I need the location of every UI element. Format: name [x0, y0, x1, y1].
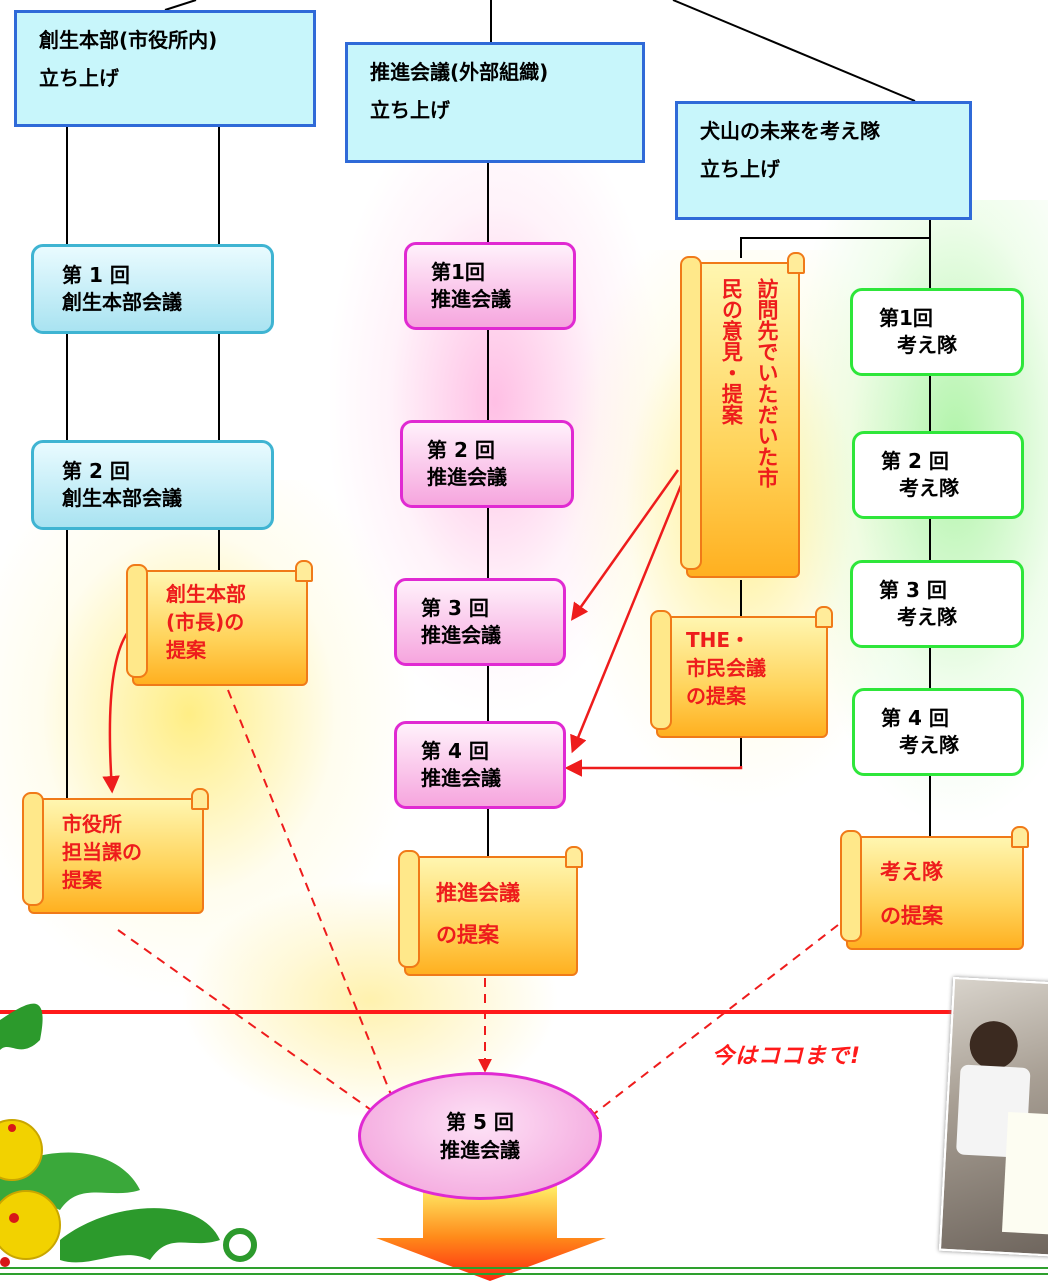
kangaetai-meeting-2-name: 考え隊: [899, 476, 959, 500]
proposal-kangaetai-line1: 考え隊: [880, 860, 943, 884]
proposal-honbu-line1: 創生本部: [166, 582, 246, 606]
proposal-shiyakusho-line3: 提案: [62, 868, 102, 892]
kangaetai-meeting-3-number: 第 3 回: [879, 578, 947, 602]
header-suishin: 推進会議(外部組織) 立ち上げ: [345, 42, 645, 163]
arrow-the-shimin-to-meeting4: [564, 759, 743, 777]
suishin-meeting-1-number: 第1回: [431, 260, 485, 284]
proposal-houmon-col2: 民の意見・提案: [719, 278, 744, 425]
kangaetai-meeting-2-number: 第 2 回: [881, 449, 949, 473]
proposal-shiyakusho-line2: 担当課の: [62, 840, 142, 864]
proposal-the-shimin-line3: の提案: [686, 684, 746, 708]
header-kangaetai-line2: 立ち上げ: [700, 157, 780, 181]
honbu-meeting-1: 第 1 回 創生本部会議: [31, 244, 274, 334]
suishin-meeting-3: 第 3 回 推進会議: [394, 578, 566, 666]
kangaetai-meeting-4-number: 第 4 回: [881, 706, 949, 730]
arrow-honbu-to-shiyakusho: [102, 631, 130, 794]
suishin-meeting-4-number: 第 4 回: [421, 739, 489, 763]
progress-now-label: 今はココまで!: [712, 1044, 862, 1069]
header-honbu: 創生本部(市役所内) 立ち上げ: [14, 10, 316, 127]
suishin-meeting-2: 第 2 回 推進会議: [400, 420, 574, 508]
suishin-meeting-2-number: 第 2 回: [427, 438, 495, 462]
kangaetai-meeting-3: 第 3 回 考え隊: [850, 560, 1024, 648]
suishin-meeting-3-number: 第 3 回: [421, 596, 489, 620]
arrow-houmon-to-meeting4: [570, 477, 686, 754]
proposal-kangaetai-line2: の提案: [880, 904, 943, 929]
kangaetai-meeting-4: 第 4 回 考え隊: [852, 688, 1024, 776]
proposal-honbu-line2: (市長)の: [166, 610, 245, 634]
proposal-shiyakusho-scroll: 市役所 担当課の 提案: [22, 788, 209, 914]
proposal-the-shimin-line1: THE・: [686, 628, 751, 652]
header-honbu-line1: 創生本部(市役所内): [39, 28, 218, 52]
final-meeting-name: 推進会議: [440, 1138, 520, 1162]
proposal-suishin-line2: の提案: [436, 923, 499, 947]
header-honbu-line2: 立ち上げ: [39, 66, 119, 90]
header-kangaetai-line1: 犬山の未来を考え隊: [700, 119, 880, 143]
arrow-houmon-to-meeting3: [570, 469, 680, 621]
honbu-meeting-2-name: 創生本部会議: [62, 486, 182, 510]
kangaetai-meeting-1: 第1回 考え隊: [850, 288, 1024, 376]
event-photo: [938, 976, 1048, 1258]
suishin-meeting-1: 第1回 推進会議: [404, 242, 576, 330]
honbu-meeting-2-number: 第 2 回: [62, 459, 130, 483]
kangaetai-meeting-1-name: 考え隊: [897, 333, 957, 357]
header-kangaetai: 犬山の未来を考え隊 立ち上げ: [675, 101, 972, 220]
suishin-meeting-4-name: 推進会議: [421, 766, 501, 790]
suishin-meeting-4: 第 4 回 推進会議: [394, 721, 566, 809]
proposal-the-shimin-scroll: THE・ 市民会議 の提案: [650, 606, 833, 738]
proposal-honbu-line3: 提案: [166, 638, 206, 662]
proposal-houmon-scroll: 訪問先でいただいた市 民の意見・提案: [680, 252, 805, 578]
header-suishin-line1: 推進会議(外部組織): [370, 60, 549, 84]
proposal-shiyakusho-line1: 市役所: [62, 812, 122, 836]
proposal-honbu-scroll: 創生本部 (市長)の 提案: [126, 560, 313, 686]
final-meeting-ellipse: 第 5 回 推進会議: [358, 1072, 602, 1200]
kangaetai-meeting-3-name: 考え隊: [897, 605, 957, 629]
proposal-the-shimin-line2: 市民会議: [686, 656, 766, 680]
kangaetai-meeting-1-number: 第1回: [879, 306, 933, 330]
kangaetai-meeting-4-name: 考え隊: [899, 733, 959, 757]
suishin-meeting-1-name: 推進会議: [431, 287, 511, 311]
proposal-kangaetai-scroll: 考え隊 の提案: [840, 826, 1029, 950]
holly-decoration: [0, 1003, 257, 1267]
proposal-houmon-col1: 訪問先でいただいた市: [755, 278, 779, 488]
suishin-meeting-2-name: 推進会議: [427, 465, 507, 489]
honbu-meeting-1-name: 創生本部会議: [62, 290, 182, 314]
honbu-meeting-1-number: 第 1 回: [62, 263, 130, 287]
top-line-right: [672, 0, 916, 102]
suishin-meeting-3-name: 推進会議: [421, 623, 501, 647]
kangaetai-meeting-2: 第 2 回 考え隊: [852, 431, 1024, 519]
top-line-left: [164, 0, 197, 11]
honbu-meeting-2: 第 2 回 創生本部会議: [31, 440, 274, 530]
proposal-suishin-scroll: 推進会議 の提案: [398, 846, 583, 976]
final-meeting-number: 第 5 回: [446, 1110, 514, 1134]
proposal-suishin-line1: 推進会議: [436, 881, 520, 905]
big-down-arrow: [376, 1184, 606, 1281]
header-suishin-line2: 立ち上げ: [370, 98, 450, 122]
